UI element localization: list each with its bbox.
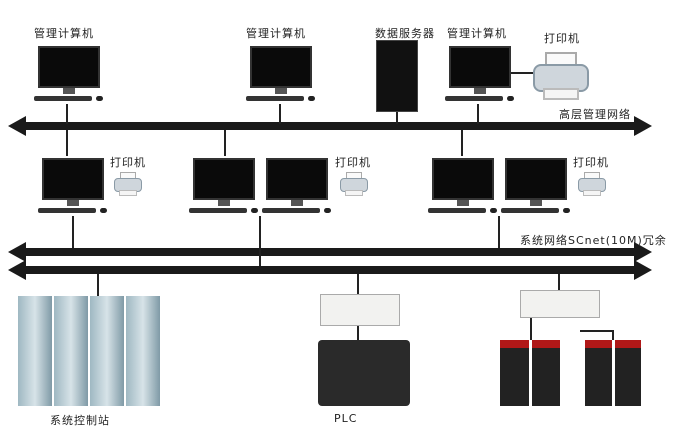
printer-mid-1-label: 打印机 — [110, 156, 146, 169]
printer-mid-2-label: 打印机 — [335, 156, 371, 169]
control-station-label: 系统控制站 — [50, 414, 110, 427]
monitor-icon — [428, 158, 497, 216]
monitor-icon — [34, 46, 103, 104]
scnet-bus-b — [8, 260, 652, 280]
mgmt-pc-1-label: 管理计算机 — [34, 27, 94, 40]
digital-meters-icon — [500, 340, 560, 406]
protocol-converter-icon — [320, 294, 400, 326]
printer-icon — [340, 172, 368, 196]
digital-meters-icon — [585, 340, 641, 406]
data-server-label: 数据服务器 — [375, 27, 435, 40]
printer-icon — [578, 172, 606, 196]
monitor-icon — [501, 158, 570, 216]
top-network-label: 高层管理网络 — [559, 108, 631, 121]
server-tower-icon — [376, 40, 418, 112]
scnet-bus-a — [8, 242, 652, 262]
mgmt-pc-2-label: 管理计算机 — [246, 27, 306, 40]
scnet-label: 系统网络SCnet(10M)冗余 — [520, 234, 667, 247]
monitor-icon — [445, 46, 514, 104]
printer-top-label: 打印机 — [544, 32, 580, 45]
printer-mid-3-label: 打印机 — [573, 156, 609, 169]
protocol-converter-icon — [520, 290, 600, 318]
plc-label: PLC — [334, 412, 358, 425]
printer-icon — [114, 172, 142, 196]
printer-icon — [533, 52, 589, 100]
monitor-icon — [262, 158, 331, 216]
control-station-cabinet-icon — [18, 296, 160, 406]
plc-device-icon — [318, 340, 410, 406]
mgmt-pc-3-label: 管理计算机 — [447, 27, 507, 40]
monitor-icon — [246, 46, 315, 104]
monitor-icon — [38, 158, 107, 216]
monitor-icon — [189, 158, 258, 216]
top-network-bus — [8, 116, 652, 136]
